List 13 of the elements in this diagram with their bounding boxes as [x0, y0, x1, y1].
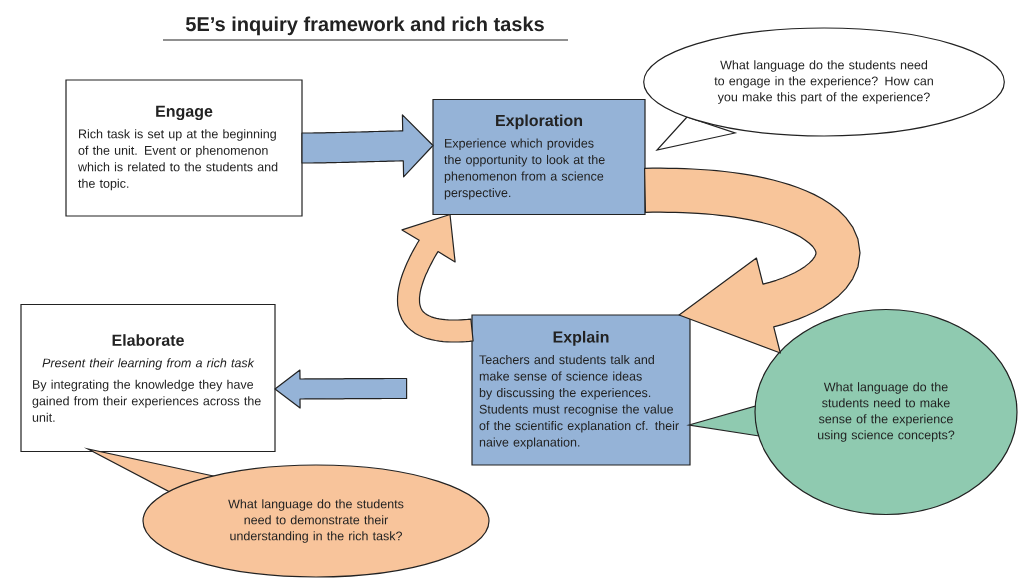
- process-box: Engage Rich task is set up at the beginning of the unit. Event or phenomenon which is related to the students and the topic.: [65, 79, 303, 217]
- curved-arrow: [396, 213, 474, 343]
- process-box: Exploration Experience which provides the opportunity to look at the phenomenon from a science perspective.: [432, 98, 646, 216]
- process-box: Elaborate Present their learning from a rich task By integrating the knowledge they have gained from their experiences across the unit.: [20, 303, 276, 453]
- curved-arrow: [644, 167, 861, 354]
- title: 5E’s inquiry framework and rich tasks: [185, 16, 544, 36]
- block-arrow: [274, 369, 408, 409]
- speech-bubble: What language do the students need to make sense of the experience using science concepts?: [686, 308, 1018, 516]
- speech-bubble: What language do the students need to demonstrate their understanding in the rich task?: [83, 447, 490, 578]
- process-box: Explain Teachers and students talk and make sense of science ideas by discussing the experiences. Students must recognise the value of the scientific explanation cf. their naive explanation.: [471, 314, 691, 466]
- node-label: What language do the students need to engage in the experience? How can you make this part of the experience?: [714, 60, 933, 104]
- block-arrow: [301, 114, 434, 178]
- speech-bubble: What language do the students need to engage in the experience? How can you make this part of the experience?: [643, 27, 1005, 151]
